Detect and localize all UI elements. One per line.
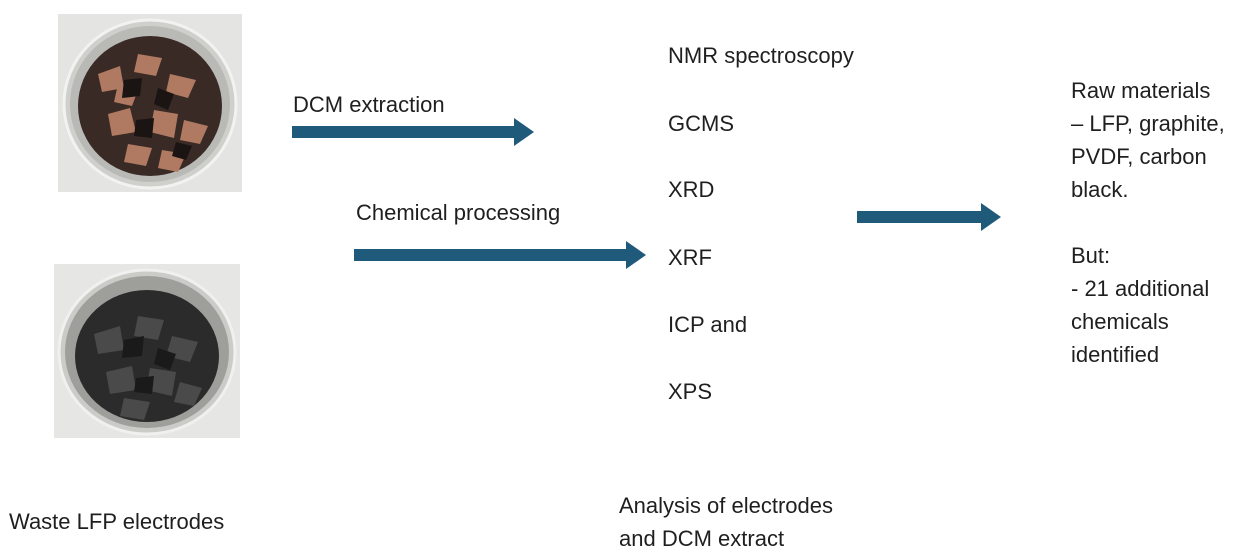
technique-icp: ICP and	[668, 312, 748, 337]
technique-gcms: GCMS	[668, 111, 734, 136]
technique-xps: XPS	[668, 379, 713, 404]
technique-xrd: XRD	[668, 177, 715, 202]
input-label: Waste LFP electrodes	[9, 509, 225, 534]
results-but-line: identified	[1071, 342, 1160, 367]
dcm-extraction-label: DCM extraction	[293, 92, 445, 117]
analysis-caption: Analysis of electrodes and DCM extract	[619, 489, 833, 555]
results-text: Raw materials – LFP, graphite, PVDF, car…	[1071, 74, 1225, 371]
black-electrode-photo	[54, 264, 240, 438]
results-line: PVDF, carbon	[1071, 144, 1207, 169]
technique-nmr: NMR spectroscopy	[668, 43, 854, 68]
chemical-processing-label: Chemical processing	[356, 200, 561, 225]
results-line: Raw materials	[1071, 78, 1211, 103]
results-line: – LFP, graphite,	[1071, 111, 1225, 136]
copper-electrode-photo	[58, 14, 242, 192]
analysis-caption-line: Analysis of electrodes	[619, 493, 833, 518]
results-but-line: chemicals	[1071, 309, 1169, 334]
results-but-line: - 21 additional	[1071, 276, 1210, 301]
results-arrow	[857, 201, 1005, 233]
results-but-line: But:	[1071, 243, 1111, 268]
chemical-arrow	[354, 239, 649, 271]
dcm-arrow	[292, 116, 537, 148]
technique-xrf: XRF	[668, 245, 712, 270]
results-line: black.	[1071, 177, 1129, 202]
analysis-caption-line: and DCM extract	[619, 526, 785, 551]
